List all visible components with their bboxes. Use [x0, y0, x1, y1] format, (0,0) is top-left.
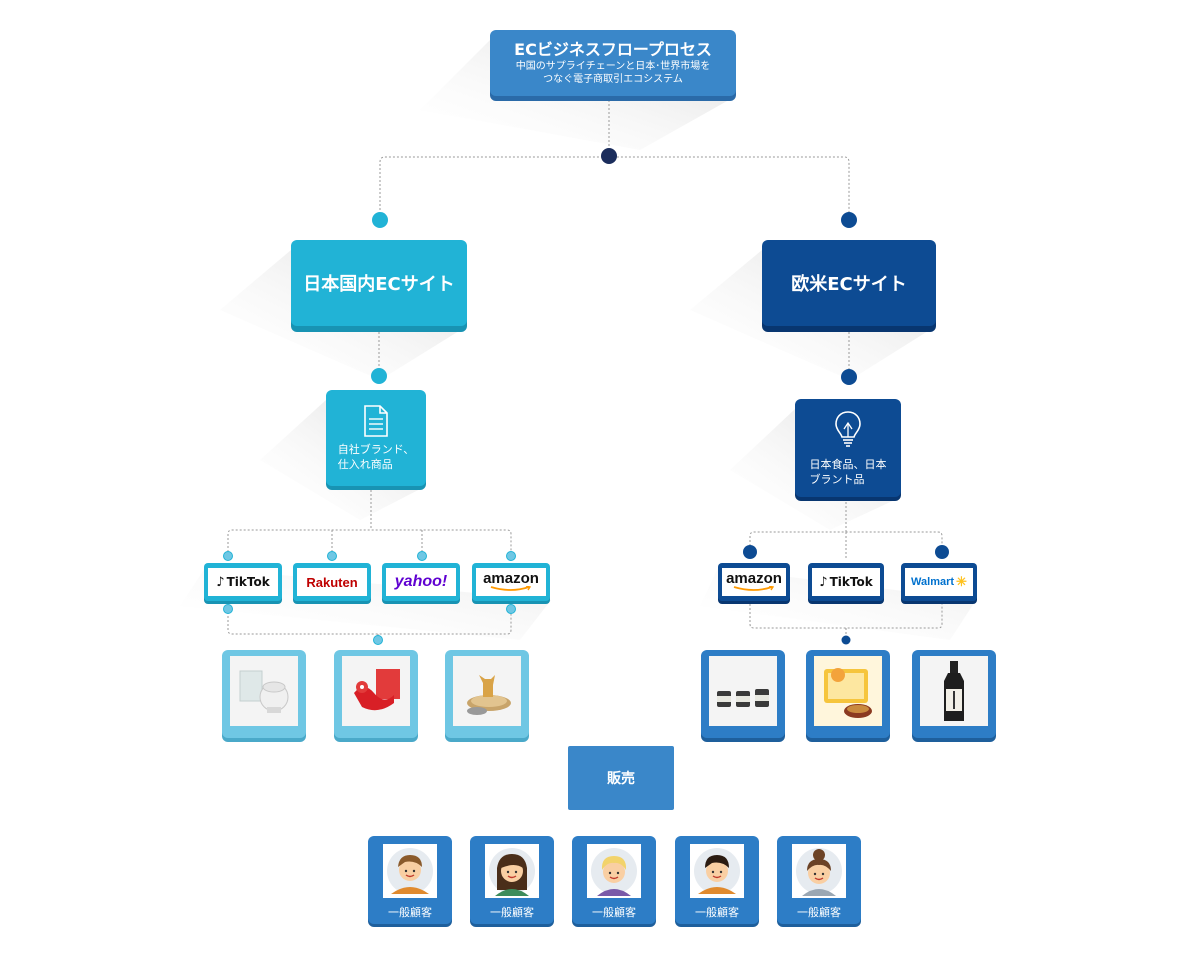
blonde-avatar-icon	[591, 848, 637, 896]
title-main: ECビジネスフロープロセス	[514, 40, 712, 59]
document-icon	[364, 405, 388, 437]
platform-rakuten: Rakuten	[293, 563, 371, 601]
title-box: ECビジネスフロープロセス 中国のサプライチェーンと日本･世界市場を つなぐ電子…	[490, 30, 736, 96]
product-card-cat-toy	[445, 650, 529, 738]
title-sub-line1: 中国のサプライチェーンと日本･世界市場を	[515, 61, 711, 72]
product-appliance-image	[230, 656, 298, 726]
customer-card: 一般顧客	[368, 836, 452, 924]
man-avatar-icon	[387, 848, 433, 894]
platform-yahoo: yahoo!	[382, 563, 460, 601]
western-ec-box: 欧米ECサイト	[762, 240, 936, 326]
product-card-tea-cans	[701, 650, 785, 738]
platform-tiktok-jp: ♪ TikTok	[204, 563, 282, 601]
platform-walmart: Walmart ✳	[901, 563, 977, 601]
bun-avatar-icon	[796, 848, 842, 896]
product-cat-toy-image	[453, 656, 521, 726]
tiktok-note-icon: ♪	[819, 574, 828, 590]
japan-category-line2: 仕入れ商品	[337, 458, 393, 471]
customer-card: 一般顧客	[777, 836, 861, 924]
platform-label: amazon	[483, 570, 539, 587]
customer-label: 一般顧客	[592, 906, 636, 919]
western-ec-label: 欧米ECサイト	[791, 274, 907, 295]
lightbulb-icon	[835, 411, 861, 447]
customer-label: 一般顧客	[797, 906, 841, 919]
japan-ec-box: 日本国内ECサイト	[291, 240, 467, 326]
customer-label: 一般顧客	[695, 906, 739, 919]
customer-label: 一般顧客	[388, 906, 432, 919]
japan-category-box: 自社ブランド、 仕入れ商品	[326, 390, 426, 486]
product-noodle-image	[814, 656, 882, 726]
sales-box: 販売	[568, 746, 674, 810]
product-bottle-image	[920, 656, 988, 726]
platform-tiktok-us: ♪ TikTok	[808, 563, 884, 601]
man-dark-avatar-icon	[694, 848, 740, 894]
product-card-red-toy	[334, 650, 418, 738]
tiktok-note-icon: ♪	[216, 574, 225, 590]
amazon-smile-icon	[733, 586, 775, 591]
platform-label: Rakuten	[306, 574, 358, 590]
western-category-line2: ブラント品	[809, 473, 865, 486]
customer-label: 一般顧客	[490, 906, 534, 919]
western-category-line1: 日本食品、日本	[809, 458, 887, 471]
customer-card: 一般顧客	[572, 836, 656, 924]
amazon-smile-icon	[490, 586, 532, 591]
platform-label: TikTok	[829, 575, 873, 589]
customer-card: 一般顧客	[675, 836, 759, 924]
product-tea-cans-image	[709, 656, 777, 726]
customer-card: 一般顧客	[470, 836, 554, 924]
western-category-box: 日本食品、日本 ブラント品	[795, 399, 901, 497]
japan-category-line1: 自社ブランド、	[337, 443, 415, 456]
product-card-noodle	[806, 650, 890, 738]
platform-amazon-jp: amazon	[472, 563, 550, 601]
product-card-appliance	[222, 650, 306, 738]
platform-amazon-us: amazon	[718, 563, 790, 601]
product-red-toy-image	[342, 656, 410, 726]
walmart-spark-icon: ✳	[956, 574, 967, 589]
platform-label: TikTok	[226, 575, 270, 589]
sales-label: 販売	[607, 771, 635, 787]
japan-ec-label: 日本国内ECサイト	[303, 274, 455, 295]
platform-label: amazon	[726, 570, 782, 587]
product-card-bottle	[912, 650, 996, 738]
title-sub-line2: つなぐ電子商取引エコシステム	[543, 74, 683, 85]
woman-avatar-icon	[489, 848, 535, 896]
platform-label: Walmart	[911, 576, 955, 588]
platform-label: yahoo!	[394, 573, 448, 590]
